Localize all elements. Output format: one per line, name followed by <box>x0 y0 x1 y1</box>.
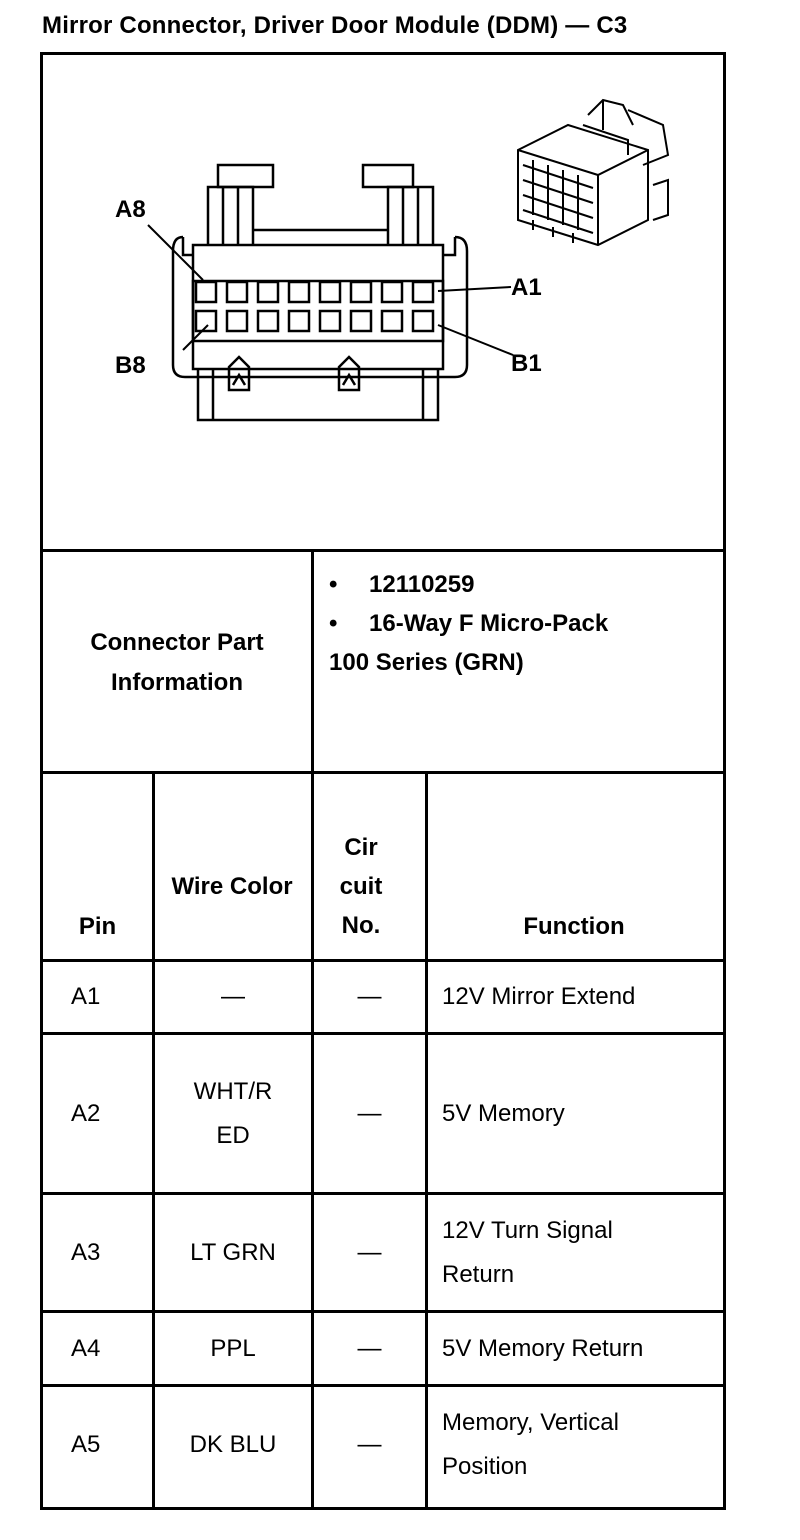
part-info-label: Connector Part Information <box>90 629 264 696</box>
header-pin: Pin <box>78 913 117 940</box>
row-divider <box>43 1192 723 1195</box>
cell-function: 12V Turn Signal Return <box>442 1216 613 1288</box>
cell-wire: PPL <box>210 1334 256 1362</box>
row-divider <box>43 1032 723 1035</box>
cell-wire: DK BLU <box>189 1430 277 1458</box>
connector-iso-view <box>517 98 670 247</box>
pin-cavity <box>194 280 218 304</box>
column-divider <box>152 771 155 1507</box>
connector-diagram: A8 A1 B8 B1 <box>115 98 670 422</box>
cell-pin: A5 <box>71 1430 101 1458</box>
pin-cavity <box>287 280 311 304</box>
pin-cavity <box>411 280 435 304</box>
row-divider <box>43 1384 723 1387</box>
cell-circuit: — <box>357 1099 382 1127</box>
row-divider <box>43 1310 723 1313</box>
cell-pin: A3 <box>71 1238 101 1266</box>
cell-function: 12V Mirror Extend <box>442 983 636 1010</box>
part-info-item: •16-Way F Micro-Pack <box>329 610 609 637</box>
cell-function: Memory, Vertical Position <box>442 1408 619 1480</box>
pin-cavity <box>380 309 404 333</box>
cell-circuit: — <box>357 1334 382 1362</box>
cell-circuit: — <box>357 983 382 1010</box>
label-a1: A1 <box>511 274 542 301</box>
part-info-item: •12110259 <box>329 571 475 598</box>
pin-cavity <box>287 309 311 333</box>
cell-wire: — <box>221 983 245 1010</box>
column-divider <box>311 771 314 1507</box>
pin-cavity <box>318 309 342 333</box>
divider <box>43 549 723 552</box>
label-b8: B8 <box>115 352 146 379</box>
header-function: Function <box>523 913 625 940</box>
connector-table: A8 A1 B8 B1 Connector Part Information •… <box>40 52 726 1510</box>
pin-cavity <box>256 280 280 304</box>
pin-cavity <box>349 309 373 333</box>
pin-cavity <box>349 280 373 304</box>
cell-pin: A1 <box>71 983 101 1010</box>
cell-function: 5V Memory Return <box>442 1334 644 1362</box>
pin-cavity <box>256 309 280 333</box>
pin-cavity <box>225 280 249 304</box>
pin-cavity <box>380 280 404 304</box>
column-divider <box>425 771 428 1507</box>
part-info-extra: 100 Series (GRN) <box>329 649 524 676</box>
header-wire-color: Wire Color <box>171 873 293 900</box>
cell-wire: WHT/R ED <box>193 1077 273 1149</box>
cell-circuit: — <box>357 1238 382 1266</box>
divider <box>311 549 314 771</box>
cell-pin: A2 <box>71 1099 101 1127</box>
label-b1: B1 <box>511 350 542 377</box>
header-circuit: Cir cuit No. <box>339 834 383 939</box>
divider <box>43 959 723 962</box>
cell-function: 5V Memory <box>442 1099 565 1127</box>
part-info-list: •12110259 •16-Way F Micro-Pack 100 Serie… <box>329 565 608 682</box>
pin-cavity <box>411 309 435 333</box>
cell-circuit: — <box>357 1430 382 1458</box>
pin-cavity <box>194 309 218 333</box>
label-a8: A8 <box>115 196 146 223</box>
cell-wire: LT GRN <box>190 1238 276 1266</box>
cell-pin: A4 <box>71 1334 101 1362</box>
divider <box>43 771 723 774</box>
pin-cavity <box>318 280 342 304</box>
page-title: Mirror Connector, Driver Door Module (DD… <box>42 12 628 39</box>
pin-cavity <box>225 309 249 333</box>
